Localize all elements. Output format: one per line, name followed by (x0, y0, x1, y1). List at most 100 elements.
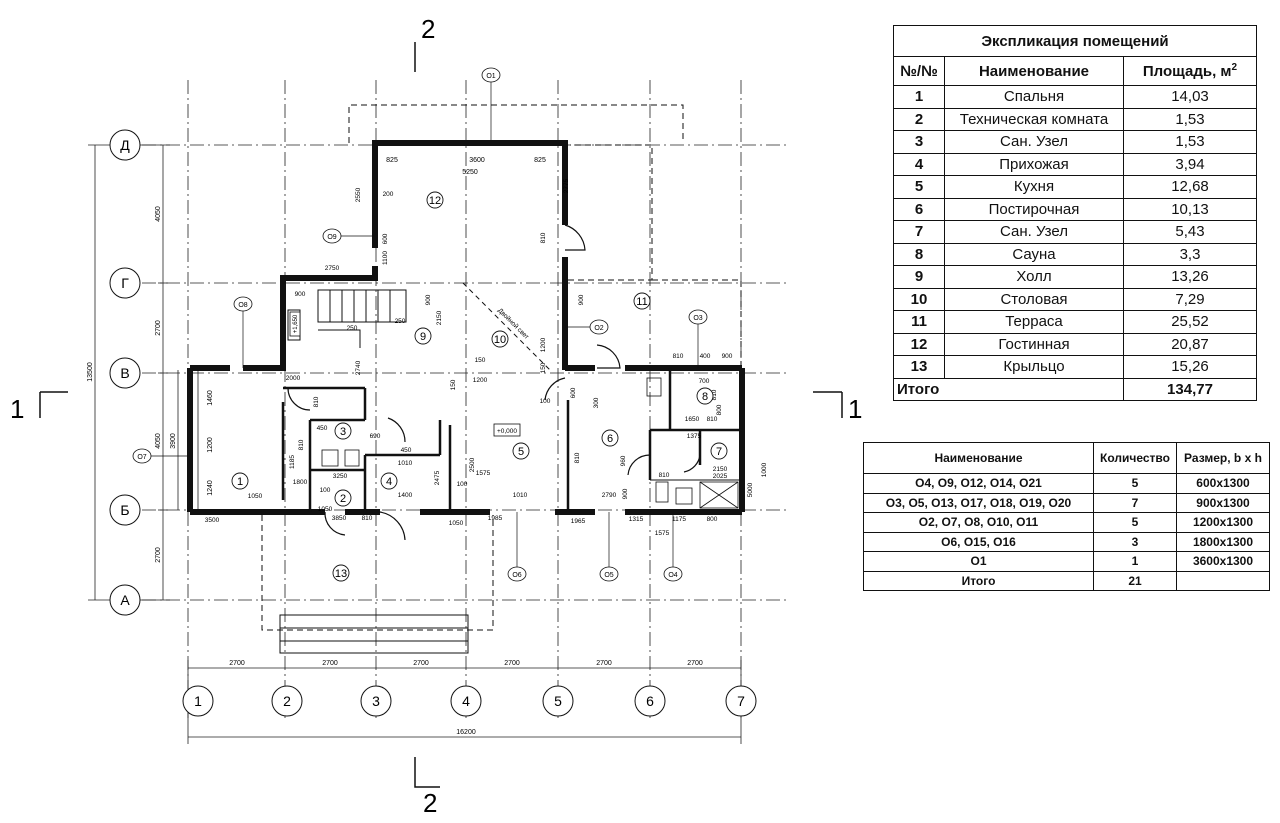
window-tag-o5: О5 (604, 572, 613, 579)
dim-left-2: 2700 (155, 320, 162, 336)
dim-bottom-2: 2700 (322, 660, 338, 667)
room-num-cell: 2 (893, 107, 945, 131)
rooms-table-title: Экспликация помещений (893, 25, 1257, 57)
window-tag-o1: О1 (486, 73, 495, 80)
dimension-label: 3500 (205, 517, 220, 524)
dimension-label: 700 (699, 378, 710, 385)
room-area-cell: 3,3 (1123, 242, 1257, 266)
window-tag-o7: О7 (137, 454, 146, 461)
room-name-cell: Сауна (944, 242, 1124, 266)
number-axis-bubbles (182, 685, 757, 717)
inner-walls (281, 368, 742, 512)
level-mark: +0,000 (497, 428, 517, 435)
windows-header-qty: Количество (1093, 442, 1177, 474)
room-name-cell: Терраса (944, 310, 1124, 334)
section-mark-right: 1 (848, 394, 862, 424)
room-number-12: 12 (429, 195, 441, 207)
room-name-cell: Сан. Узел (944, 220, 1124, 244)
section-mark-top: 2 (421, 14, 435, 44)
dim-top-2: 3600 (469, 157, 485, 164)
window-tag-o2: О2 (594, 325, 603, 332)
room-name-cell: Спальня (944, 85, 1124, 109)
room-number-13: 13 (335, 568, 347, 580)
section-mark-left: 1 (10, 394, 24, 424)
level-mark-stair: +1,650 (293, 314, 299, 333)
dimension-label: 200 (383, 191, 394, 198)
rooms-header-area: Площадь, м2 (1123, 56, 1257, 86)
dimension-label: 810 (673, 353, 684, 360)
window-qty-cell: 1 (1093, 551, 1177, 572)
window-name-cell: О1 (863, 551, 1094, 572)
windows-table: Наименование Количество Размер, b x h О4… (863, 442, 1270, 591)
dim-left-total: 13500 (87, 362, 94, 382)
room-number-7: 7 (716, 446, 722, 458)
window-tag-o3: О3 (693, 315, 702, 322)
room-area-cell: 7,29 (1123, 287, 1257, 311)
room-number-2: 2 (340, 493, 346, 505)
room-number-10: 10 (494, 334, 506, 346)
dimension-label: 2150 (713, 466, 728, 473)
dimension-label: 810 (540, 232, 547, 243)
dimension-label: 2790 (602, 492, 617, 499)
dimension-label: 1185 (289, 455, 296, 469)
window-size-cell: 1200x1300 (1176, 512, 1270, 533)
axis-number-1: 1 (194, 693, 202, 709)
axis-number-7: 7 (737, 693, 745, 709)
window-tag-circles (132, 67, 708, 582)
windows-header-size: Размер, b x h (1176, 442, 1270, 474)
room-area-cell: 1,53 (1123, 130, 1257, 154)
window-size-cell: 3600x1300 (1176, 551, 1270, 572)
dimension-label: 1010 (513, 492, 528, 499)
room-number-5: 5 (518, 446, 524, 458)
dimension-label: 3850 (332, 515, 347, 522)
dimension-label: 1010 (398, 460, 413, 467)
window-qty-cell: 5 (1093, 473, 1177, 494)
dimension-label: 1050 (449, 520, 464, 527)
dimension-label: 1800 (293, 479, 308, 486)
axis-grid-lines (142, 80, 790, 720)
room-name-cell: Кухня (944, 175, 1124, 199)
dimension-label: 900 (722, 353, 733, 360)
window-name-cell: О4, О9, О12, О14, О21 (863, 473, 1094, 494)
dimension-label: 1575 (655, 530, 670, 537)
dim-bottom-total: 16200 (456, 729, 476, 736)
room-name-cell: Техническая комната (944, 107, 1124, 131)
dimension-label: 810 (362, 515, 373, 522)
window-tag-o8: О8 (238, 302, 247, 309)
dimension-label: 250 (347, 325, 358, 332)
room-area-cell: 14,03 (1123, 85, 1257, 109)
window-size-cell: 1800x1300 (1176, 531, 1270, 552)
room-num-cell: 4 (893, 152, 945, 176)
dimension-label: 1650 (685, 416, 700, 423)
dimension-label: 450 (401, 447, 412, 454)
dimension-label: 1175 (672, 516, 686, 523)
room-number-circles (231, 191, 728, 582)
axis-number-3: 3 (372, 693, 380, 709)
dimension-label: 1050 (248, 493, 263, 500)
dimension-label: 810 (298, 439, 305, 450)
sanitary-fixtures (321, 377, 739, 509)
dimension-label: 600 (382, 233, 389, 244)
axis-letter-v: В (120, 365, 129, 381)
axis-number-2: 2 (283, 693, 291, 709)
room-number-8: 8 (702, 391, 708, 403)
room-area-cell: 15,26 (1123, 355, 1257, 379)
axis-letter-a: А (120, 592, 130, 608)
dimension-label: 150 (475, 357, 486, 364)
room-num-cell: 6 (893, 197, 945, 221)
section-mark-bottom: 2 (423, 788, 437, 818)
dimension-label: 800 (707, 516, 718, 523)
dimension-label: 810 (707, 416, 718, 423)
dimension-label: 2475 (434, 470, 441, 485)
room-area-cell: 12,68 (1123, 175, 1257, 199)
dimension-label: 450 (317, 425, 328, 432)
dimension-label: 2750 (325, 265, 340, 272)
axis-letter-g: Г (121, 275, 129, 291)
